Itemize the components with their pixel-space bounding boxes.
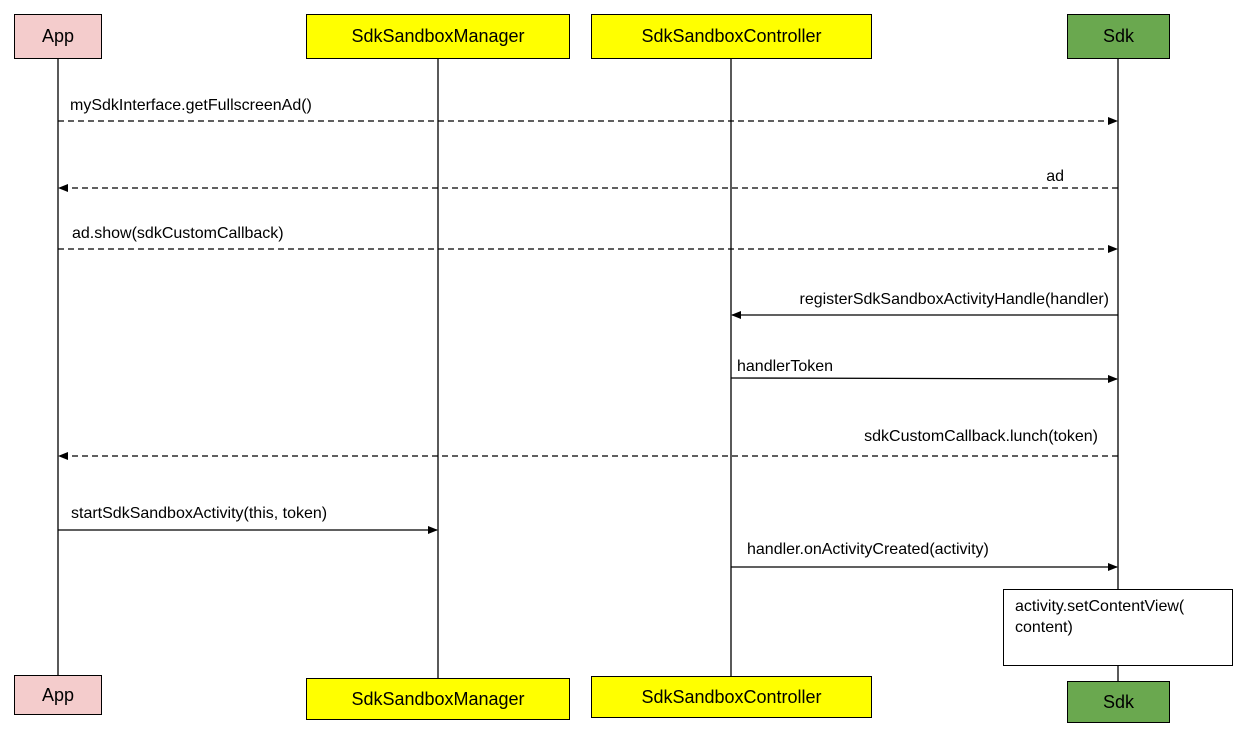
- message-label: mySdkInterface.getFullscreenAd(): [70, 97, 312, 114]
- message-label: handler.onActivityCreated(activity): [747, 541, 989, 558]
- participant-sdk-sandbox-manager-top: SdkSandboxManager: [306, 14, 570, 59]
- message-arrow: [730, 374, 1118, 383]
- message-label: startSdkSandboxActivity(this, token): [71, 505, 327, 522]
- note-line-1: activity.setContentView(: [1015, 598, 1185, 615]
- participant-sdk-sandbox-controller-top: SdkSandboxController: [591, 14, 872, 59]
- note-line-2: content): [1015, 619, 1073, 636]
- activity-note: activity.setContentView( content): [1003, 589, 1233, 666]
- message-label: ad.show(sdkCustomCallback): [72, 225, 284, 242]
- participant-sdk-bottom: Sdk: [1067, 681, 1170, 723]
- message-label: registerSdkSandboxActivityHandle(handler…: [800, 291, 1110, 308]
- message-label: handlerToken: [737, 358, 833, 375]
- message-label: sdkCustomCallback.lunch(token): [864, 428, 1098, 445]
- participant-sdk-sandbox-manager-bottom: SdkSandboxManager: [306, 678, 570, 720]
- participant-app-top: App: [14, 14, 102, 59]
- participant-sdk-top: Sdk: [1067, 14, 1170, 59]
- participant-app-bottom: App: [14, 675, 102, 715]
- message-label: ad: [1046, 168, 1064, 185]
- participant-sdk-sandbox-controller-bottom: SdkSandboxController: [591, 676, 872, 718]
